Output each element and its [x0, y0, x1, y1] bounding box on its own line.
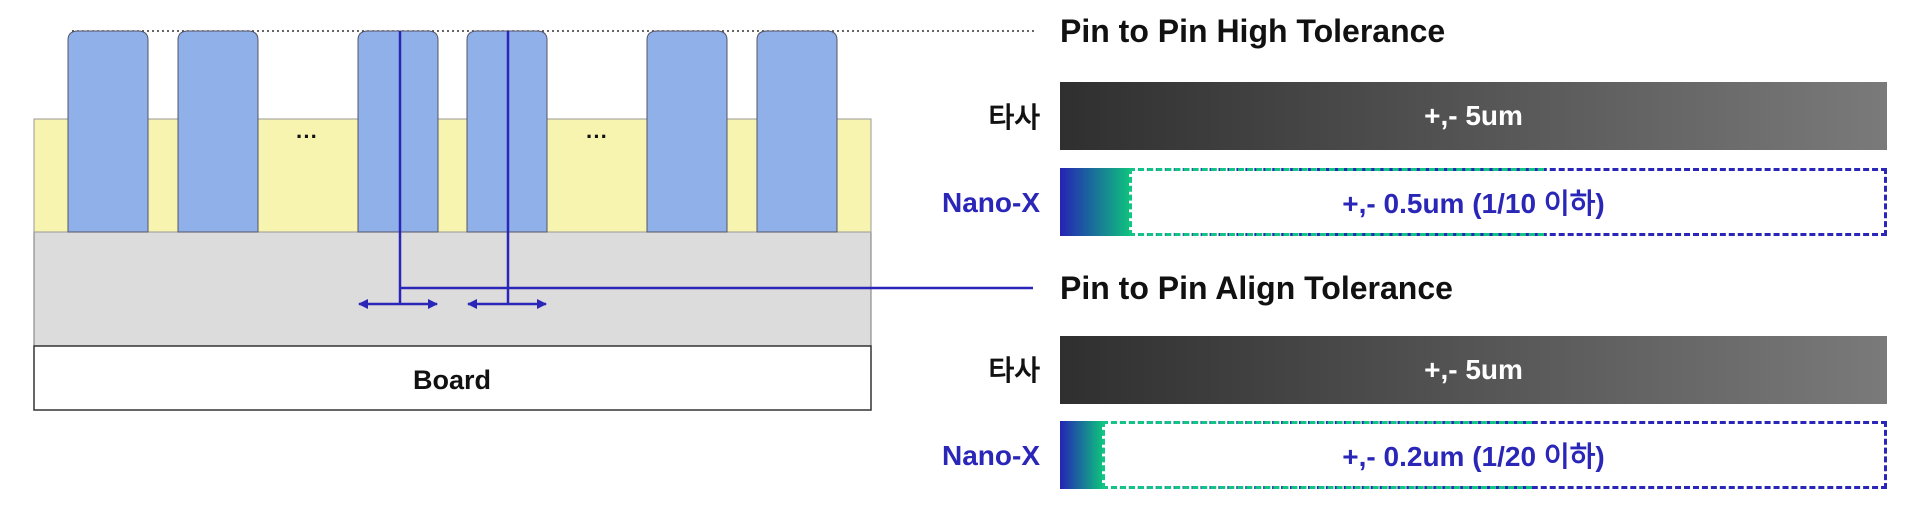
- resin-layer: [33, 118, 872, 233]
- align-nano-fill: [1060, 421, 1102, 489]
- high-nano-separator: [1129, 168, 1132, 236]
- high-nano-fill: [1060, 168, 1129, 236]
- high-nano-frame: [1129, 168, 1887, 236]
- align-nano-frame: [1102, 421, 1887, 489]
- align-nano-bar: +,- 0.2um (1/20 이하): [1060, 421, 1887, 489]
- high-nano-label: Nano-X: [942, 187, 1040, 218]
- align-other-bar: +,- 5um: [1060, 336, 1887, 404]
- high-tolerance-title: Pin to Pin High Tolerance: [1060, 13, 1446, 49]
- pin-2: [177, 30, 259, 233]
- pin-6: [756, 30, 838, 233]
- ellipsis-right: ···: [586, 124, 608, 149]
- pin-3: [357, 30, 439, 233]
- pin-1: [67, 30, 149, 233]
- ellipsis-left: ···: [296, 124, 318, 149]
- high-other-value: +,- 5um: [1424, 100, 1523, 131]
- high-nano-value: +,- 0.5um (1/10 이하): [1342, 188, 1605, 219]
- align-nano-label: Nano-X: [942, 440, 1040, 471]
- align-tolerance-title: Pin to Pin Align Tolerance: [1060, 270, 1453, 306]
- high-other-bar: +,- 5um: [1060, 82, 1887, 150]
- board: [33, 345, 872, 411]
- align-nano-value: +,- 0.2um (1/20 이하): [1342, 441, 1605, 472]
- align-nano-separator: [1102, 421, 1105, 489]
- board-label: Board: [413, 365, 491, 395]
- align-other-label: 타사: [988, 355, 1040, 386]
- high-nano-bar: +,- 0.5um (1/10 이하): [1060, 168, 1887, 236]
- align-other-value: +,- 5um: [1424, 354, 1523, 385]
- high-other-label: 타사: [988, 102, 1040, 133]
- pin-5: [646, 30, 728, 233]
